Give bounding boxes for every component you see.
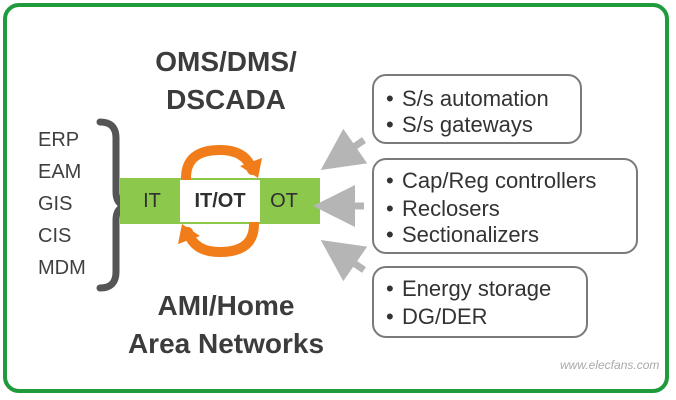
arrow-left-icon: [313, 128, 368, 282]
list-item-mdm: MDM: [38, 257, 86, 279]
box-item: •Energy storage: [386, 276, 552, 301]
it-ot-label: IT/OT: [194, 190, 246, 212]
it-label: IT: [143, 190, 161, 212]
box-item: •Sectionalizers: [386, 222, 539, 247]
list-item-gis: GIS: [38, 193, 73, 215]
top-title-line-1: OMS/DMS/: [155, 46, 297, 77]
list-item-cis: CIS: [38, 225, 72, 247]
list-item-erp: ERP: [38, 129, 80, 151]
box-item: •S/s gateways: [386, 112, 533, 137]
box-der: •Energy storage •DG/DER: [372, 266, 588, 338]
list-item-eam: EAM: [38, 161, 82, 183]
box-item: •Reclosers: [386, 196, 500, 221]
box-item: •DG/DER: [386, 304, 488, 329]
watermark: www.elecfans.com: [560, 358, 660, 372]
cycle-arrows-icon: [178, 144, 262, 258]
box-item: •S/s automation: [386, 86, 549, 111]
bottom-title-line-2: Area Networks: [127, 328, 325, 359]
top-title-line-2: DSCADA: [166, 84, 286, 115]
box-field-devices: •Cap/Reg controllers •Reclosers •Section…: [372, 158, 638, 254]
box-substation: •S/s automation •S/s gateways: [372, 74, 582, 144]
bottom-title-line-1: AMI/Home: [157, 290, 295, 321]
box-item: •Cap/Reg controllers: [386, 168, 597, 193]
ot-label: OT: [270, 190, 298, 212]
